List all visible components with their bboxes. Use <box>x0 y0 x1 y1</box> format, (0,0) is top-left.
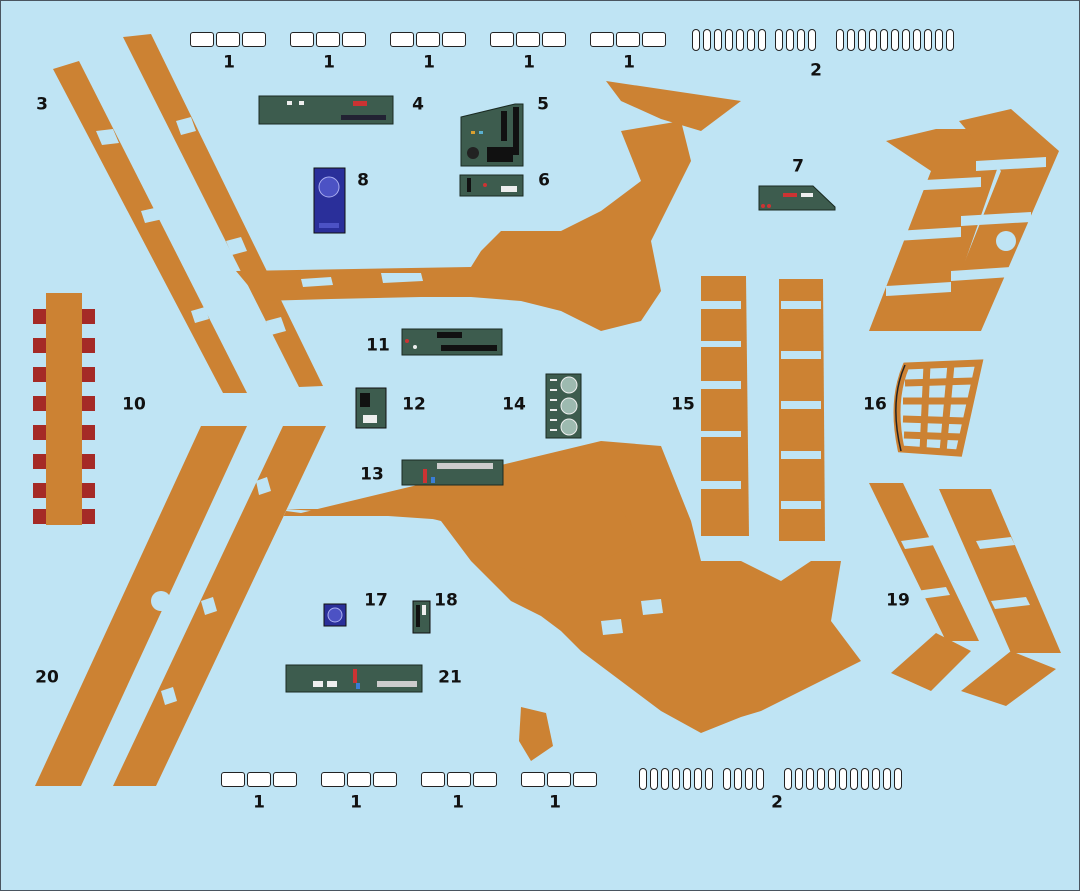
decal-7-panel <box>758 185 836 211</box>
decal-1-strip <box>221 772 297 787</box>
decal-2-strip <box>775 29 816 51</box>
decal-2-strip <box>639 768 713 790</box>
label-part-1: 1 <box>423 52 435 73</box>
label-part-1: 1 <box>323 52 335 73</box>
decal-5-panel <box>460 103 524 167</box>
decal-21-panel <box>285 664 423 693</box>
decal-2-strip <box>723 768 764 790</box>
label-part-8: 8 <box>357 170 369 191</box>
label-part-1: 1 <box>452 792 464 813</box>
label-part-18: 18 <box>434 590 458 611</box>
decal-2-strip <box>836 29 954 51</box>
label-part-7: 7 <box>792 156 804 177</box>
label-part-13: 13 <box>360 464 384 485</box>
decal-13-panel <box>401 459 504 486</box>
label-part-16: 16 <box>863 394 887 415</box>
label-part-3: 3 <box>36 94 48 115</box>
decal-16-frame <box>893 359 984 457</box>
decal-1-strip <box>290 32 366 47</box>
label-part-17: 17 <box>364 590 388 611</box>
decal-1-strip <box>590 32 666 47</box>
label-part-5: 5 <box>537 94 549 115</box>
decal-1-strip <box>190 32 266 47</box>
decal-19-stripes <box>869 483 1061 706</box>
decal-6-panel <box>459 174 524 197</box>
decal-1-strip <box>421 772 497 787</box>
decal-11-panel <box>401 328 503 356</box>
label-part-2: 2 <box>810 60 822 81</box>
decal-2-strip <box>784 768 902 790</box>
label-part-15: 15 <box>671 394 695 415</box>
label-part-19: 19 <box>886 590 910 611</box>
label-part-10: 10 <box>122 394 146 415</box>
label-part-4: 4 <box>412 94 424 115</box>
decal-14-gauges <box>545 373 582 439</box>
label-part-1: 1 <box>350 792 362 813</box>
label-part-6: 6 <box>538 170 550 191</box>
label-part-11: 11 <box>366 335 390 356</box>
decal-12-panel <box>355 387 387 429</box>
label-part-14: 14 <box>502 394 526 415</box>
label-part-1: 1 <box>253 792 265 813</box>
decal-1-strip <box>390 32 466 47</box>
decal-8-grille <box>313 167 346 234</box>
label-part-1: 1 <box>223 52 235 73</box>
decal-17-grille <box>323 603 347 627</box>
decal-18-panel <box>412 600 431 634</box>
label-part-12: 12 <box>402 394 426 415</box>
decal-1-strip <box>490 32 566 47</box>
decal-1-strip <box>521 772 597 787</box>
decal-1-strip <box>321 772 397 787</box>
label-part-2: 2 <box>771 792 783 813</box>
label-part-21: 21 <box>438 667 462 688</box>
decal-4-panel <box>258 95 394 125</box>
decal-10-strip <box>33 293 95 525</box>
label-part-1: 1 <box>523 52 535 73</box>
label-part-1: 1 <box>549 792 561 813</box>
label-part-20: 20 <box>35 667 59 688</box>
decal-2-strip <box>692 29 766 51</box>
label-part-1: 1 <box>623 52 635 73</box>
